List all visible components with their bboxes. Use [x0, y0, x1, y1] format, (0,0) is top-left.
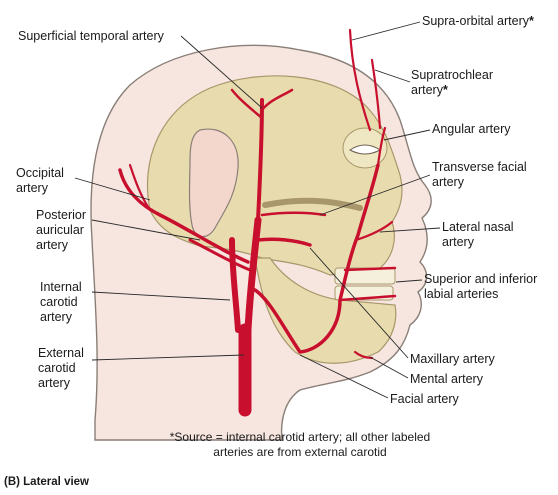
label-occipital-artery: Occipital artery [16, 166, 64, 196]
label-labial-line2: labial arteries [424, 287, 537, 302]
label-internal-carotid-line2: carotid [40, 295, 82, 310]
label-supra-orbital-mark: * [529, 14, 534, 28]
source-footnote-line1: *Source = internal carotid artery; all o… [150, 430, 450, 445]
label-supratrochlear-line2: artery* [411, 83, 493, 98]
label-labial-line1: Superior and inferior [424, 272, 537, 287]
label-labial-arteries: Superior and inferior labial arteries [424, 272, 537, 302]
label-posterior-auricular-artery: Posterior auricular artery [36, 208, 86, 253]
label-transverse-facial-artery: Transverse facial artery [432, 160, 527, 190]
label-posterior-auricular-line3: artery [36, 238, 86, 253]
label-supra-orbital-artery: Supra-orbital artery* [422, 14, 534, 29]
label-transverse-facial-line1: Transverse facial [432, 160, 527, 175]
label-superficial-temporal-artery: Superficial temporal artery [18, 29, 164, 44]
label-posterior-auricular-line1: Posterior [36, 208, 86, 223]
label-facial-artery: Facial artery [390, 392, 459, 407]
label-supratrochlear-line1: Supratrochlear [411, 68, 493, 83]
label-supra-orbital-text: Supra-orbital artery [422, 14, 529, 28]
label-lateral-nasal-line2: artery [442, 235, 514, 250]
label-occipital-line2: artery [16, 181, 64, 196]
label-posterior-auricular-line2: auricular [36, 223, 86, 238]
label-mental-artery: Mental artery [410, 372, 483, 387]
label-internal-carotid-artery: Internal carotid artery [40, 280, 82, 325]
source-footnote-line1-text: Source = internal carotid artery; all ot… [174, 430, 430, 444]
label-external-carotid-line1: External [38, 346, 84, 361]
label-angular-artery: Angular artery [432, 122, 511, 137]
label-lateral-nasal-line1: Lateral nasal [442, 220, 514, 235]
label-supratrochlear-artery: Supratrochlear artery* [411, 68, 493, 98]
label-lateral-nasal-artery: Lateral nasal artery [442, 220, 514, 250]
label-supratrochlear-line2-text: artery [411, 83, 443, 97]
label-occipital-line1: Occipital [16, 166, 64, 181]
label-external-carotid-line2: carotid [38, 361, 84, 376]
label-supratrochlear-mark: * [443, 83, 448, 97]
label-external-carotid-line3: artery [38, 376, 84, 391]
label-internal-carotid-line1: Internal [40, 280, 82, 295]
label-maxillary-artery: Maxillary artery [410, 352, 495, 367]
source-footnote-line2: arteries are from external carotid [150, 445, 450, 460]
label-internal-carotid-line3: artery [40, 310, 82, 325]
label-transverse-facial-line2: artery [432, 175, 527, 190]
figure-caption: (B) Lateral view [4, 476, 89, 488]
source-footnote: *Source = internal carotid artery; all o… [150, 430, 450, 460]
label-external-carotid-artery: External carotid artery [38, 346, 84, 391]
